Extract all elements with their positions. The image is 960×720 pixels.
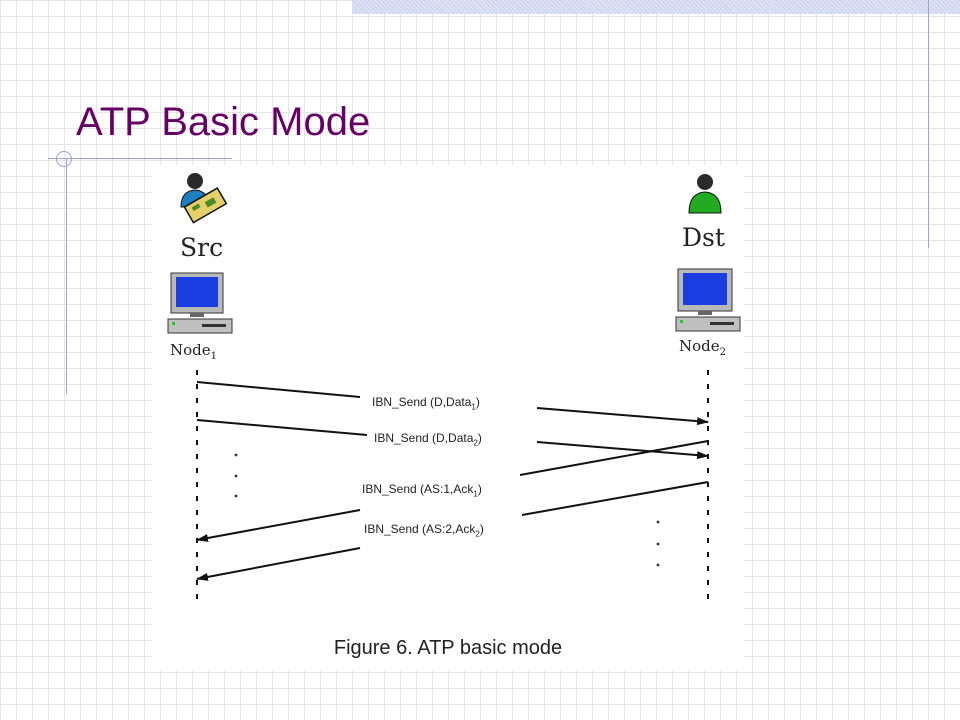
- src-node-label: Node1: [170, 341, 218, 362]
- figure-caption: Figure 6. ATP basic mode: [333, 637, 563, 659]
- message-arrow-4: [521, 481, 709, 516]
- title-accent-circle: [56, 151, 72, 167]
- src-name: Src: [180, 233, 224, 262]
- message-label-3: IBN_Send (AS:1,Ack1): [362, 482, 482, 499]
- message-label-2: IBN_Send (D,Data2): [374, 431, 482, 448]
- message-arrow-4-head: [196, 547, 361, 581]
- message-arrow-2-head: [536, 441, 709, 460]
- src-computer-icon: [167, 272, 233, 334]
- dst-user-icon: [688, 174, 722, 214]
- message-arrow-1-head: [536, 407, 709, 426]
- atp-basic-mode-figure: Src Dst Node1 Node2 IBN_Send (D,Data1) I…: [152, 165, 744, 670]
- title-underline: [48, 158, 232, 159]
- message-label-1: IBN_Send (D,Data1): [372, 395, 480, 412]
- dst-name: Dst: [682, 223, 725, 252]
- message-arrow-3-head: [196, 509, 361, 542]
- message-label-4: IBN_Send (AS:2,Ack2): [364, 522, 484, 539]
- message-arrow-1: [196, 381, 361, 398]
- dst-continuation-dots: [656, 520, 660, 567]
- dst-computer-icon: [675, 268, 741, 332]
- right-accent-line: [928, 0, 929, 248]
- src-continuation-dots: [234, 453, 238, 498]
- message-arrow-3: [519, 440, 709, 476]
- left-accent-line: [66, 158, 67, 394]
- sequence-diagram: [167, 173, 741, 600]
- message-arrow-2: [196, 419, 368, 436]
- src-user-icon: [180, 173, 228, 224]
- slide-title: ATP Basic Mode: [76, 100, 371, 144]
- header-decoration-bar: [352, 0, 960, 14]
- dst-node-label: Node2: [679, 337, 727, 358]
